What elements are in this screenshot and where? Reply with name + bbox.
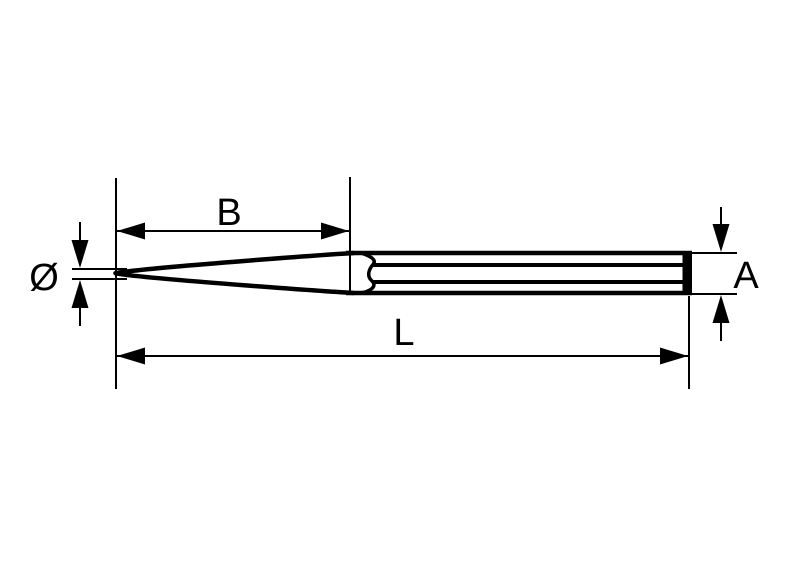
tip-diameter-label: Ø bbox=[29, 257, 59, 299]
arrowhead-b-right bbox=[321, 222, 349, 240]
arrowhead-b-left bbox=[117, 222, 145, 240]
dimension-tip-diameter: Ø bbox=[29, 222, 127, 326]
arrowhead-l-right bbox=[660, 347, 688, 365]
punch-break-squiggle bbox=[360, 251, 376, 295]
arrowhead-l-left bbox=[117, 347, 145, 365]
overall-length-label: L bbox=[393, 312, 414, 354]
shank-size-label: A bbox=[733, 255, 759, 297]
arrowhead-shank-bottom bbox=[712, 295, 730, 323]
punch-outline bbox=[113, 250, 692, 296]
extension-lines bbox=[115, 177, 690, 389]
arrowhead-tip-bottom bbox=[71, 280, 89, 308]
arrowhead-shank-top bbox=[712, 224, 730, 252]
punch-taper bbox=[113, 250, 355, 296]
arrowhead-tip-top bbox=[71, 240, 89, 268]
dimension-a: A bbox=[686, 207, 759, 341]
dimension-b: B bbox=[117, 192, 349, 240]
dimension-l: L bbox=[117, 312, 688, 365]
punch-struck-end-cap bbox=[682, 251, 692, 295]
taper-length-label: B bbox=[216, 192, 241, 234]
